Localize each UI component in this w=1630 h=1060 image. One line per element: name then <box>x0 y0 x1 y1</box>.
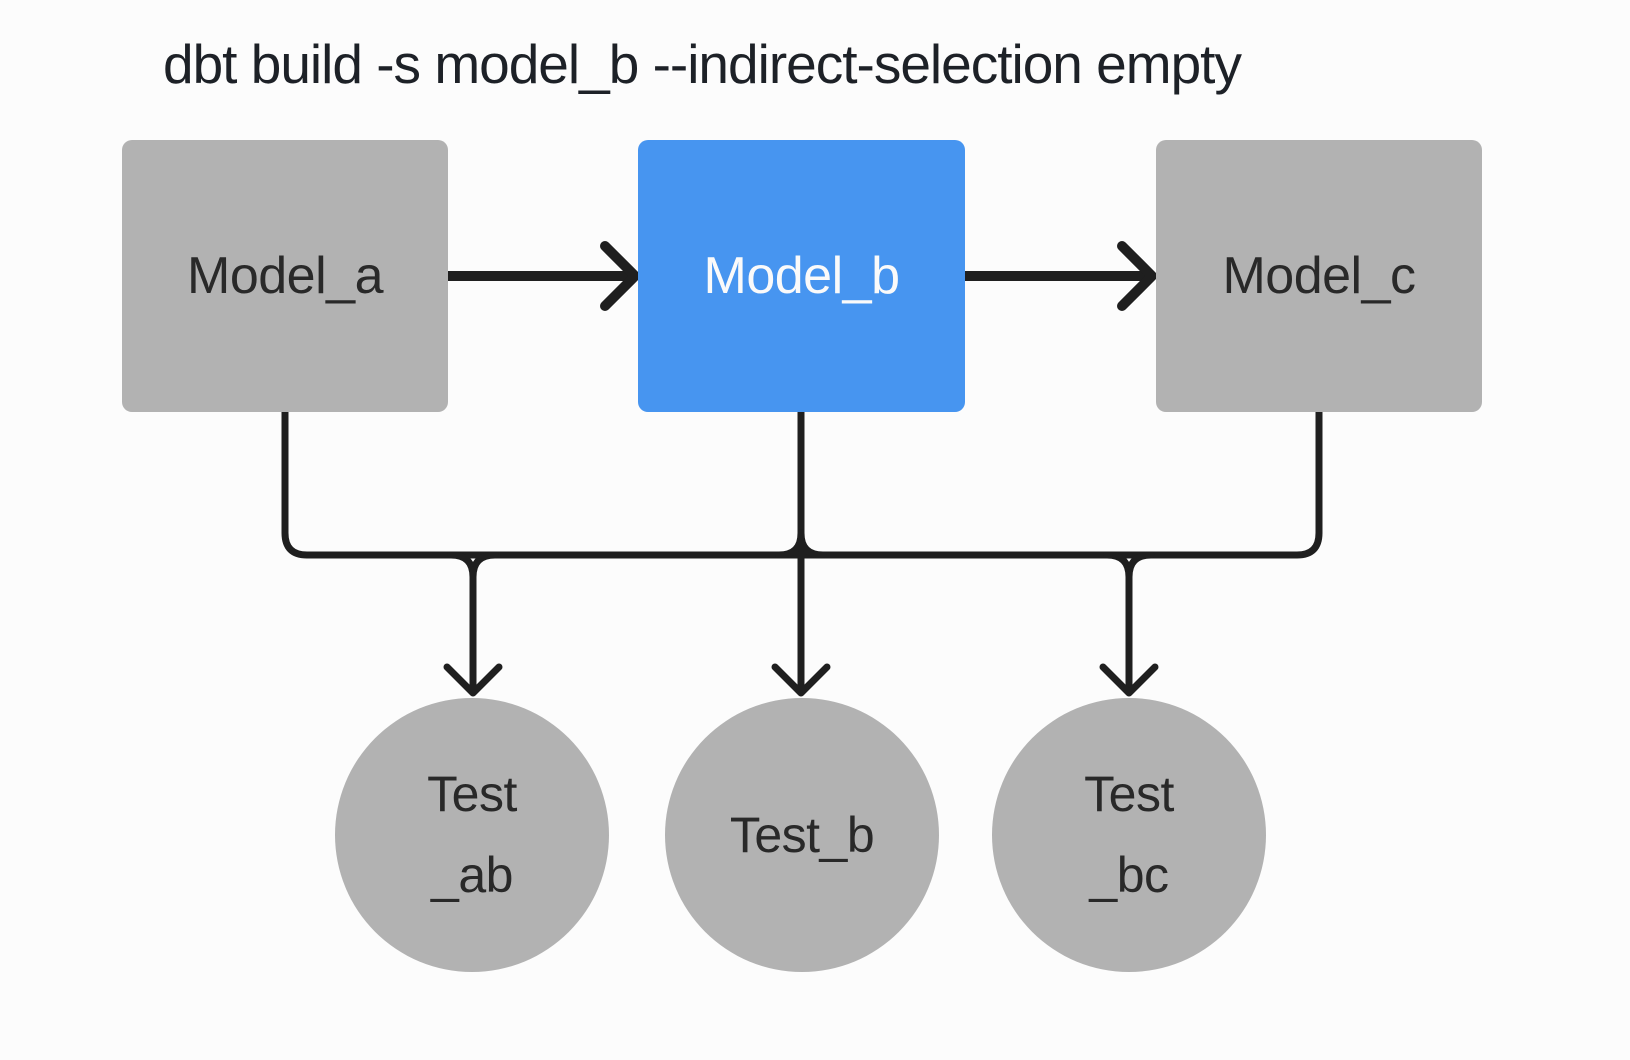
node-model-a: Model_a <box>122 140 448 412</box>
node-test-b: Test_b <box>665 698 939 972</box>
edge-bus-to-test-bc <box>1099 551 1159 697</box>
arrow-down-icon <box>771 663 831 697</box>
node-test-bc: Test _bc <box>992 698 1266 972</box>
bus-fillet <box>797 529 827 559</box>
arrow-right-icon <box>600 241 640 311</box>
arrow-down-icon <box>1099 663 1159 697</box>
arrow-down-icon <box>443 663 503 697</box>
edge-model-b-to-model-c <box>960 241 1157 311</box>
node-label: Model_c <box>1222 247 1416 305</box>
node-test-ab: Test _ab <box>335 698 609 972</box>
command-title: dbt build -s model_b --indirect-selectio… <box>163 33 1242 95</box>
arrow-right-icon <box>1117 241 1157 311</box>
edge-bus-to-test-ab <box>443 551 503 697</box>
edge-model-b-to-test-b <box>771 408 831 697</box>
edge-model-a-to-model-b <box>443 241 640 311</box>
node-label: Model_b <box>703 247 900 305</box>
node-label: Test_b <box>729 806 875 863</box>
node-model-b-selected: Model_b <box>638 140 965 412</box>
node-label: Test _bc <box>1084 766 1174 903</box>
node-model-c: Model_c <box>1156 140 1482 412</box>
node-label: Test _ab <box>427 766 517 903</box>
node-label: Model_a <box>187 247 383 305</box>
